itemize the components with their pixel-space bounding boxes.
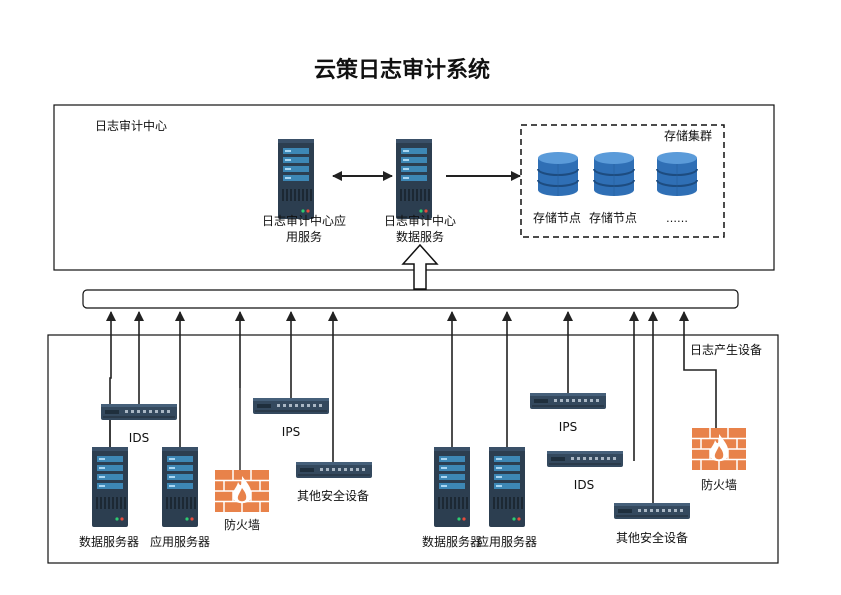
log-source-label: 日志产生设备 bbox=[690, 343, 763, 357]
storage-node-2-label: 存储节点 bbox=[588, 211, 638, 225]
firewall-left-label: 防火墙 bbox=[223, 518, 261, 532]
ids-left-label: IDS bbox=[128, 431, 150, 445]
ids-right-switch-icon bbox=[547, 451, 623, 467]
other-security-right-switch-icon bbox=[614, 503, 690, 519]
audit-center-label: 日志审计中心 bbox=[95, 119, 168, 133]
upload-hollow-arrow-icon bbox=[401, 243, 439, 290]
firewall-right-label: 防火墙 bbox=[700, 478, 738, 492]
app-server-left-icon bbox=[162, 447, 198, 527]
storage-node-1-label: 存储节点 bbox=[532, 211, 582, 225]
firewall-left-icon bbox=[214, 469, 270, 513]
log-bus-bar bbox=[82, 289, 739, 309]
storage-node-1-icon bbox=[537, 151, 579, 197]
uplink-arrows bbox=[106, 311, 717, 503]
center-app-server-icon bbox=[278, 139, 314, 219]
other-security-left-label: 其他安全设备 bbox=[296, 489, 370, 503]
data-server-left-label: 数据服务器 bbox=[78, 535, 140, 549]
storage-node-2-icon bbox=[593, 151, 635, 197]
center-data-server-label: 日志审计中心 数据服务 bbox=[383, 214, 457, 244]
data-server-left-icon bbox=[92, 447, 128, 527]
center-app-server-label: 日志审计中心应 用服务 bbox=[261, 214, 347, 244]
ips-right-label: IPS bbox=[558, 420, 578, 434]
center-data-server-icon bbox=[396, 139, 432, 219]
data-server-right-icon bbox=[434, 447, 470, 527]
log-source-box bbox=[47, 334, 779, 564]
app-server-left-label: 应用服务器 bbox=[149, 535, 211, 549]
storage-cluster-box bbox=[520, 124, 725, 238]
other-security-left-switch-icon bbox=[296, 462, 372, 478]
storage-more-label: …… bbox=[666, 212, 688, 225]
ids-left-switch-icon bbox=[101, 404, 177, 420]
page-title: 云策日志审计系统 bbox=[313, 58, 491, 83]
firewall-right-icon bbox=[691, 427, 747, 471]
app-server-right-label: 应用服务器 bbox=[476, 535, 538, 549]
ips-left-switch-icon bbox=[253, 398, 329, 414]
other-security-right-label: 其他安全设备 bbox=[615, 531, 689, 545]
ids-right-label: IDS bbox=[573, 478, 595, 492]
ips-right-switch-icon bbox=[530, 393, 606, 409]
storage-node-3-icon bbox=[656, 151, 698, 197]
data-server-right-label: 数据服务器 bbox=[421, 535, 483, 549]
app-server-right-icon bbox=[489, 447, 525, 527]
ips-left-label: IPS bbox=[281, 425, 301, 439]
storage-cluster-label: 存储集群 bbox=[664, 129, 713, 143]
